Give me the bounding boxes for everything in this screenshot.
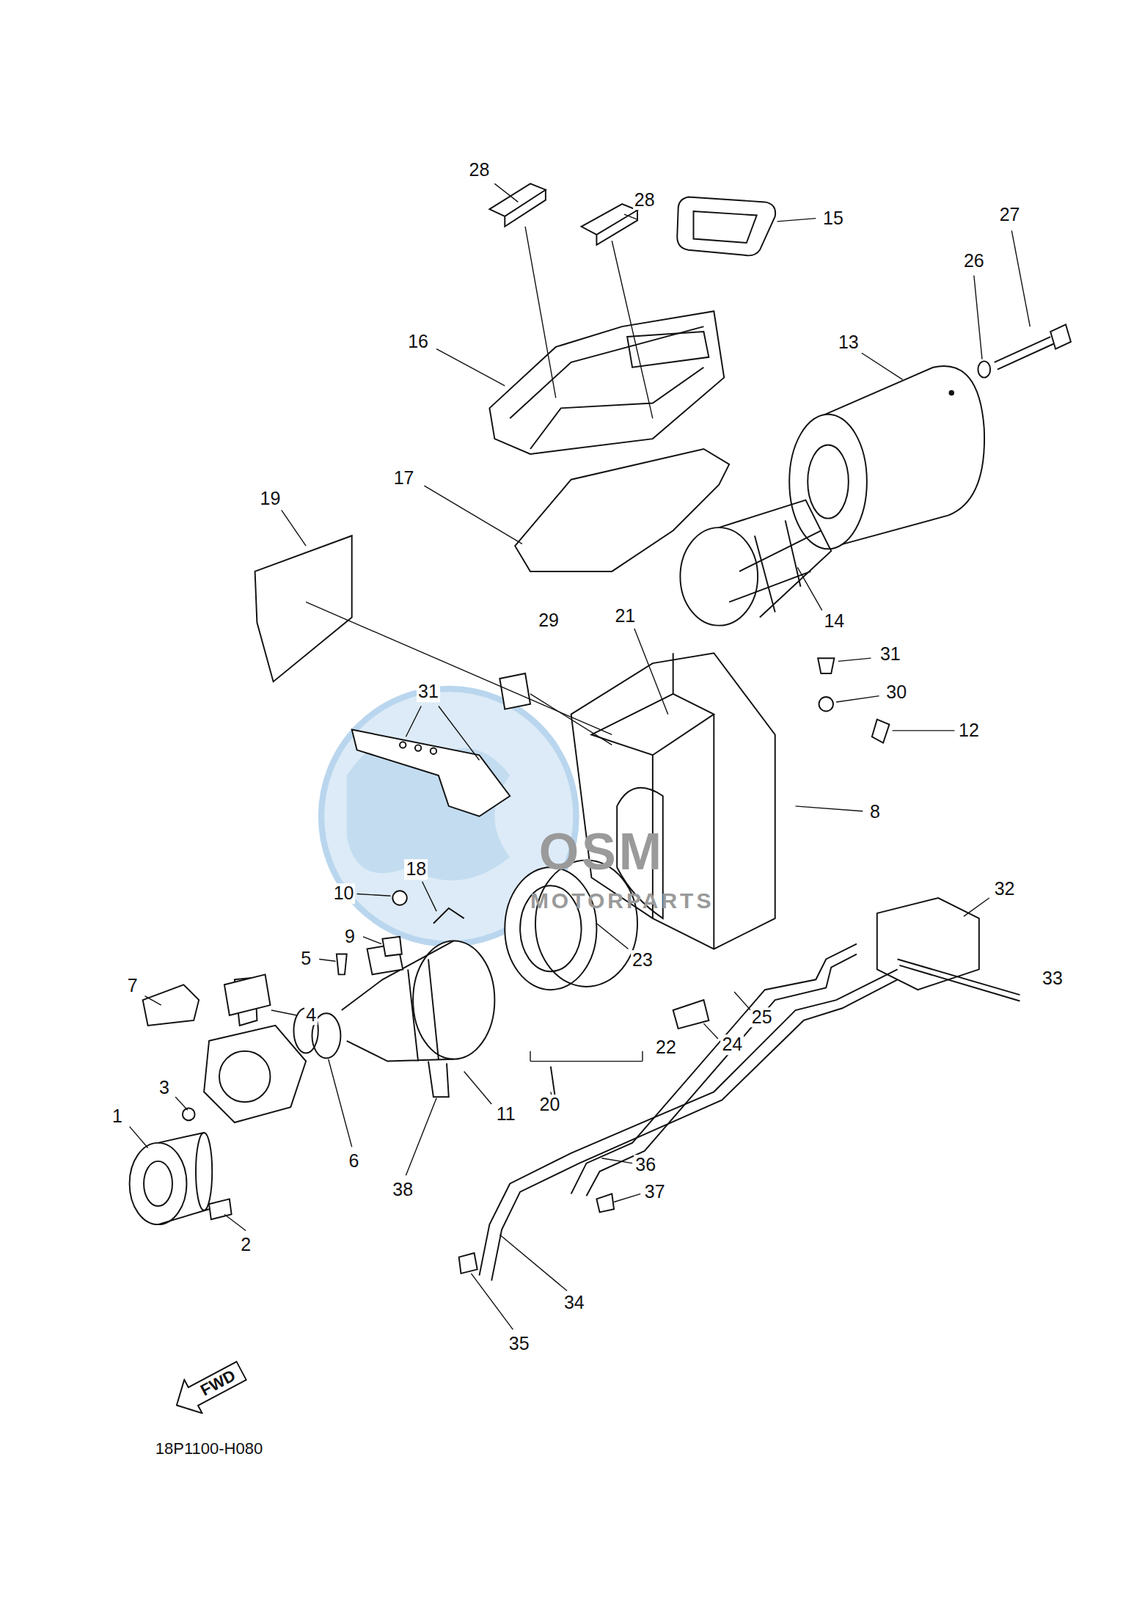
callout-number: 36 <box>633 1155 658 1176</box>
callout-number: 6 <box>347 1150 361 1172</box>
callout-number: 24 <box>720 1034 744 1056</box>
callout-number: 17 <box>392 468 416 490</box>
drawing-code: 18P1100-H080 <box>154 1439 265 1458</box>
callout-number: 7 <box>126 975 140 997</box>
callout-number: 38 <box>390 1179 415 1200</box>
callout-number: 23 <box>630 949 655 971</box>
callout-number: 10 <box>332 883 356 905</box>
direction-arrow: FWD <box>166 1352 251 1423</box>
callout-number: 15 <box>821 208 845 229</box>
callout-number: 37 <box>643 1181 667 1203</box>
watermark: OSM <box>537 823 666 881</box>
callout-number: 13 <box>836 332 861 354</box>
callout-number: 22 <box>654 1037 678 1059</box>
callout-number: 28 <box>632 189 657 211</box>
callout-number: 35 <box>507 1333 532 1354</box>
callout-number: 33 <box>1040 968 1065 989</box>
callout-number: 30 <box>884 682 909 704</box>
callout-number: 2 <box>239 1234 253 1255</box>
callout-number: 25 <box>750 1007 774 1028</box>
callout-number: 16 <box>406 331 430 353</box>
callout-number: 26 <box>962 250 986 272</box>
callout-number: 32 <box>993 878 1017 900</box>
callout-number: 21 <box>613 605 637 627</box>
callout-number: 28 <box>467 160 492 182</box>
callout-number: 31 <box>878 643 903 665</box>
callout-number: 11 <box>495 1103 518 1125</box>
callout-number: 19 <box>258 488 283 510</box>
callout-number: 27 <box>998 205 1022 226</box>
callout-number: 29 <box>536 610 561 631</box>
callout-number: 31 <box>416 681 441 702</box>
watermark: MOTORPARTS <box>528 887 716 912</box>
callout-number: 4 <box>304 1004 318 1026</box>
callout-number: 8 <box>868 801 882 823</box>
callout-number: 18 <box>404 858 428 880</box>
callout-number: 9 <box>343 926 357 947</box>
callout-number: 34 <box>562 1292 587 1313</box>
callout-number: 3 <box>157 1077 171 1098</box>
callout-number: 12 <box>957 720 981 741</box>
callout-number: 1 <box>110 1106 124 1127</box>
callout-number: 5 <box>299 949 313 970</box>
callout-number: 14 <box>822 610 846 632</box>
callout-number: 20 <box>538 1095 562 1116</box>
